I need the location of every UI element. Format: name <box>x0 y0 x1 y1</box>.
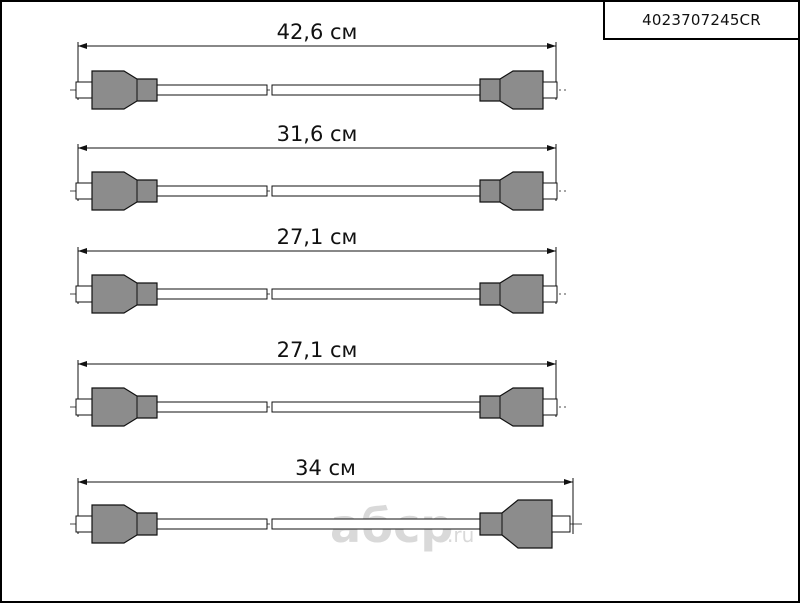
length-label: 34 см <box>295 456 356 480</box>
dimension-arrow-left <box>78 479 87 485</box>
right-boot <box>479 387 544 427</box>
left-boot <box>91 70 158 110</box>
left-terminal <box>75 515 93 533</box>
part-number-box: 4023707245CR <box>603 2 798 40</box>
wire-5: 34 см <box>70 456 583 549</box>
cable-left-section <box>156 288 268 300</box>
wire-1: 42,6 см <box>70 20 566 110</box>
left-terminal <box>75 182 93 200</box>
dimension-arrow-right <box>547 145 556 151</box>
dimension-arrow-right <box>564 479 573 485</box>
cable-right-section <box>271 84 481 96</box>
cable-left-section <box>156 84 268 96</box>
cable-right-section <box>271 185 481 197</box>
right-terminal <box>551 515 571 533</box>
length-label: 31,6 см <box>277 122 358 146</box>
left-boot <box>91 171 158 211</box>
cable-right-section <box>271 518 481 530</box>
dimension-arrow-right <box>547 248 556 254</box>
cable-right-section <box>271 401 481 413</box>
left-boot <box>91 274 158 314</box>
dimension-arrow-right <box>547 43 556 49</box>
cable-left-section <box>156 518 268 530</box>
left-terminal <box>75 81 93 99</box>
right-boot <box>479 499 553 549</box>
dimension-arrow-left <box>78 43 87 49</box>
wire-3: 27,1 см <box>70 225 566 314</box>
right-terminal <box>542 182 558 200</box>
cable-right-section <box>271 288 481 300</box>
left-terminal <box>75 285 93 303</box>
cable-left-section <box>156 401 268 413</box>
cable-left-section <box>156 185 268 197</box>
right-terminal <box>542 398 558 416</box>
length-label: 27,1 см <box>277 338 358 362</box>
right-boot <box>479 171 544 211</box>
right-terminal <box>542 81 558 99</box>
wire-4: 27,1 см <box>70 338 566 427</box>
length-label: 42,6 см <box>277 20 358 44</box>
left-boot <box>91 387 158 427</box>
left-terminal <box>75 398 93 416</box>
left-boot <box>91 504 158 544</box>
wire-2: 31,6 см <box>70 122 566 211</box>
right-terminal <box>542 285 558 303</box>
length-label: 27,1 см <box>277 225 358 249</box>
dimension-arrow-right <box>547 361 556 367</box>
part-number: 4023707245CR <box>642 11 761 29</box>
dimension-arrow-left <box>78 145 87 151</box>
dimension-arrow-left <box>78 248 87 254</box>
dimension-arrow-left <box>78 361 87 367</box>
right-boot <box>479 70 544 110</box>
right-boot <box>479 274 544 314</box>
